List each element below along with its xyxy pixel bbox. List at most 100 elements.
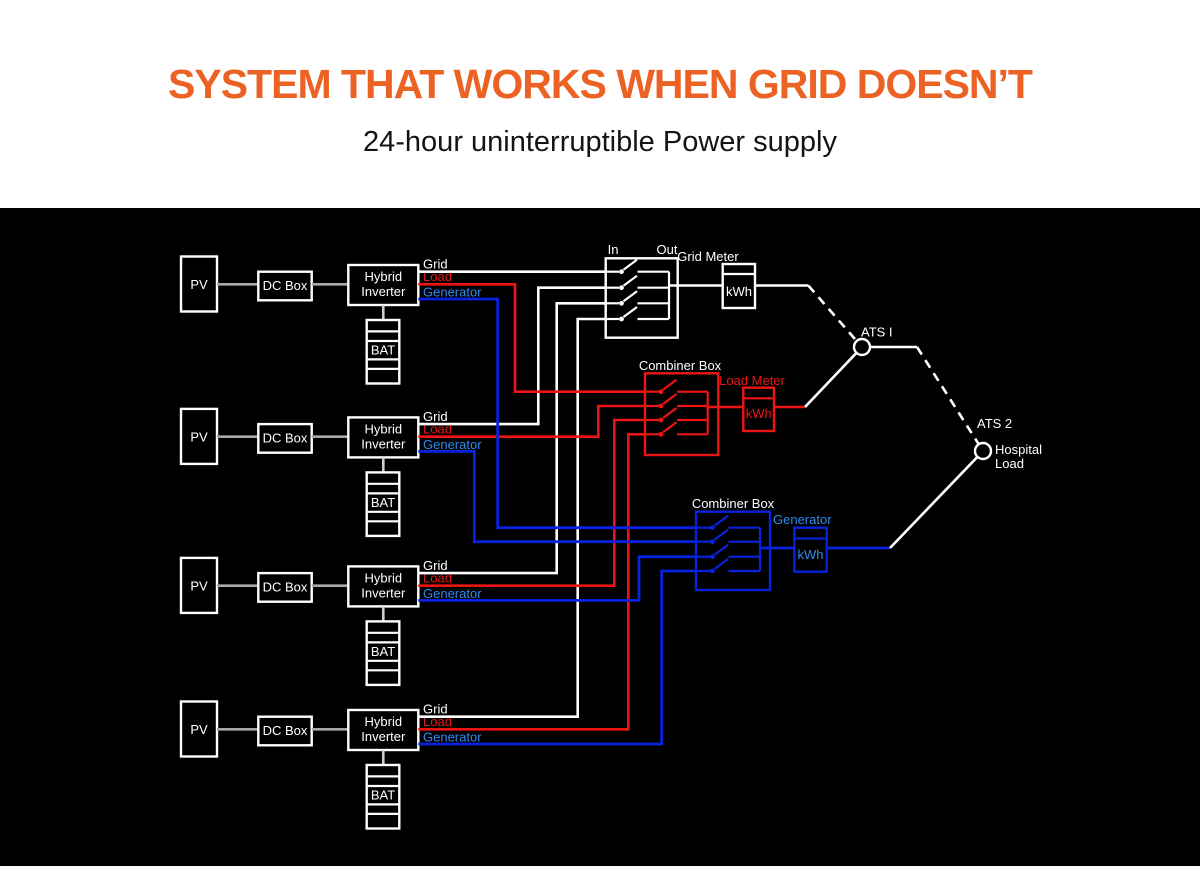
switch-symbol [696, 528, 760, 545]
generator-meter-value: kWh [798, 547, 824, 562]
ats2-node [973, 441, 993, 461]
hospital-load-label-1: Hospital [995, 442, 1042, 457]
inverter-label-1: Hybrid [365, 714, 403, 729]
generator-wire-label: Generator [423, 285, 482, 300]
ats2-label: ATS 2 [977, 416, 1012, 431]
grid-wire-label: Grid [423, 558, 448, 573]
switch-symbol [645, 421, 708, 437]
load-wire-1 [418, 283, 645, 393]
generator-wire-label: Generator [423, 730, 482, 745]
diagram-panel: PV DC Box Hybrid Inverter BAT Grid Load … [0, 208, 1200, 866]
dc-box-label: DC Box [263, 430, 308, 445]
pv-label: PV [190, 277, 208, 292]
pv-box [179, 700, 219, 758]
page-subtitle: 24-hour uninterruptible Power supply [363, 126, 837, 158]
pv-box [179, 407, 219, 466]
power-system-diagram: PV DC Box Hybrid Inverter BAT Grid Load … [179, 242, 1042, 830]
dc-box [257, 715, 313, 747]
hybrid-inverter-box [347, 416, 420, 459]
switch-symbol [645, 407, 708, 423]
inverter-label-1: Hybrid [365, 570, 403, 585]
grid-switch-outline [604, 257, 679, 339]
dc-box [257, 422, 313, 454]
switch-out-label: Out [657, 242, 678, 257]
grid-wire-label: Grid [423, 409, 448, 424]
dc-box [257, 571, 313, 603]
load-meter-value: kWh [746, 406, 772, 421]
load-combiner-label: Combiner Box [639, 358, 722, 373]
ats1-ats2-dashed-wire [915, 346, 980, 445]
inverter-label-2: Inverter [361, 436, 406, 451]
switch-symbol [605, 306, 669, 322]
ats1-node [852, 337, 872, 357]
generator-wire-4 [418, 569, 696, 746]
ats1-label: ATS I [861, 325, 893, 340]
inverter-unit-2: PV DC Box Hybrid Inverter BAT Grid Load … [179, 407, 482, 538]
generator-meter-label: Generator [773, 512, 832, 527]
grid-wire-label: Grid [423, 257, 448, 272]
inverter-label-2: Inverter [361, 729, 406, 744]
switch-symbol [605, 258, 669, 275]
page-title: SYSTEM THAT WORKS WHEN GRID DOESN’T [168, 61, 1033, 107]
generator-combiner-label: Combiner Box [692, 496, 775, 511]
inverter-label-1: Hybrid [365, 269, 403, 284]
switch-symbol [696, 514, 760, 531]
battery-box: BAT [365, 471, 401, 538]
pv-box [179, 255, 219, 313]
inverter-unit-1: PV DC Box Hybrid Inverter BAT Grid Load … [179, 255, 482, 385]
inverter-label-1: Hybrid [365, 421, 403, 436]
load-wire-2 [418, 404, 645, 438]
pv-label: PV [190, 578, 208, 593]
switch-symbol [605, 290, 669, 306]
grid-wire-4 [418, 317, 606, 718]
battery-label: BAT [371, 788, 395, 803]
grid-wire-3 [418, 302, 606, 575]
dc-box-label: DC Box [263, 579, 308, 594]
pv-label: PV [190, 722, 208, 737]
grid-ats1-dashed-wire [807, 284, 858, 342]
grid-switch-box: In Out [604, 242, 723, 339]
ats-section: ATS I ATS 2 Hospital Load [852, 325, 1042, 471]
switch-symbol [696, 558, 760, 574]
generator-wire-2 [418, 450, 696, 544]
grid-meter-label: Grid Meter [677, 249, 739, 264]
generator-combiner-box: Combiner Box [692, 496, 795, 592]
header: SYSTEM THAT WORKS WHEN GRID DOESN’T 24-h… [0, 0, 1200, 208]
load-meter-box [742, 386, 776, 433]
pv-label: PV [190, 429, 208, 444]
switch-symbol [645, 393, 708, 409]
load-combiner-outline [643, 372, 720, 457]
battery-box: BAT [365, 620, 401, 687]
generator-wire-1 [418, 297, 696, 530]
grid-wires [418, 270, 606, 718]
dc-box-label: DC Box [263, 278, 308, 293]
generator-ats2-wire [889, 455, 979, 549]
generator-meter-box [793, 526, 828, 573]
load-meter-label: Load Meter [719, 373, 785, 388]
load-ats1-wire [804, 351, 858, 408]
load-wire-4 [418, 433, 645, 731]
grid-meter-value: kWh [726, 284, 752, 299]
battery-box: BAT [365, 318, 401, 385]
generator-combiner-outline [694, 510, 772, 592]
battery-label: BAT [371, 343, 395, 358]
hybrid-inverter-box [347, 263, 420, 307]
battery-label: BAT [371, 644, 395, 659]
inverter-label-2: Inverter [361, 284, 406, 299]
grid-wire-label: Grid [423, 702, 448, 717]
battery-label: BAT [371, 495, 395, 510]
load-wires [418, 283, 645, 731]
switch-symbol [605, 274, 669, 291]
load-meter: Load Meter kWh [719, 351, 858, 433]
hospital-load-label-2: Load [995, 456, 1024, 471]
generator-meter: Generator kWh [773, 455, 979, 573]
switch-symbol [645, 378, 708, 395]
pv-box [179, 556, 219, 615]
switch-symbol [696, 543, 760, 560]
dc-box-label: DC Box [263, 723, 308, 738]
load-wire-3 [418, 418, 645, 587]
load-combiner-box: Combiner Box [639, 358, 744, 457]
generator-wire-label: Generator [423, 586, 482, 601]
generator-wire-3 [418, 555, 696, 602]
